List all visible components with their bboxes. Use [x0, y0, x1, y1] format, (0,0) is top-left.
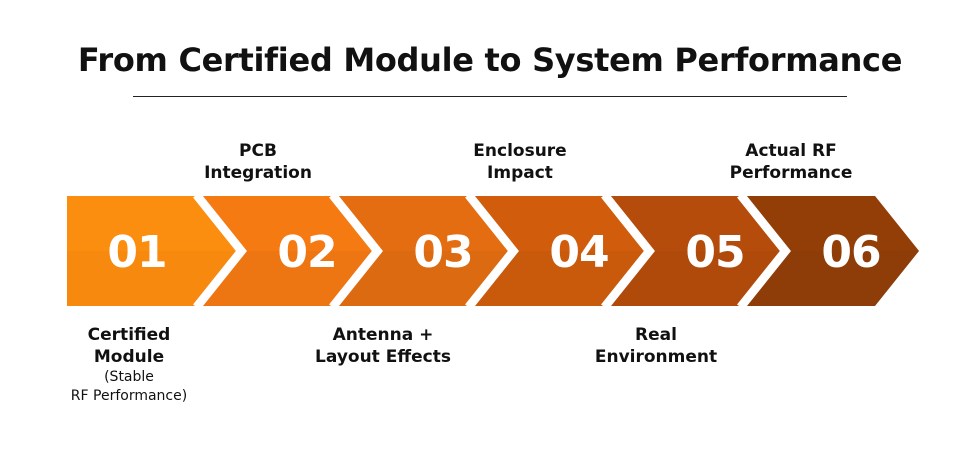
step-label-04: Enclosure Impact — [473, 141, 567, 183]
step-number-03: 03 — [413, 227, 472, 278]
chevron-highlight-05 — [611, 196, 783, 251]
chevron-separator-04 — [601, 194, 651, 308]
chevron-highlight-03 — [339, 196, 511, 251]
page-title: From Certified Module to System Performa… — [77, 41, 903, 79]
step-number-06: 06 — [821, 227, 880, 278]
step-label-06: Actual RF Performance — [729, 141, 853, 183]
step-label-05: Real Environment — [594, 325, 718, 367]
chevron-separator-02 — [329, 194, 379, 308]
step-sublabel-01-line2: RF Performance) — [70, 388, 188, 404]
chevron-highlight-04 — [475, 196, 647, 251]
step-number-02: 02 — [277, 227, 336, 278]
title-divider — [133, 96, 847, 97]
chevron-separator-05 — [737, 194, 787, 308]
step-number-01: 01 — [107, 227, 166, 278]
chevron-highlight-02 — [203, 196, 375, 251]
step-label-02: PCB Integration — [204, 141, 312, 183]
step-number-05: 05 — [685, 227, 744, 278]
step-label-01: Certified Module (Stable RF Performance) — [44, 324, 214, 406]
chevron-separator-01 — [193, 194, 243, 308]
step-number-04: 04 — [549, 227, 608, 278]
chevron-highlight-01 — [67, 196, 239, 251]
chevron-highlight-06 — [747, 196, 919, 251]
step-label-03: Antenna + Layout Effects — [315, 325, 451, 367]
chevron-separator-03 — [465, 194, 515, 308]
step-sublabel-01-line1: (Stable — [104, 369, 154, 385]
